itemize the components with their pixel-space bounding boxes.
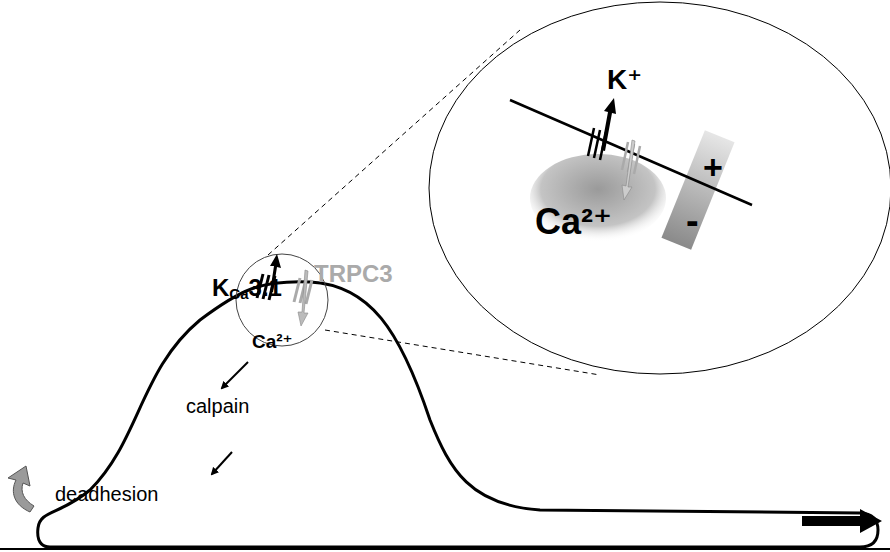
ion-label: Ca²⁺ <box>252 332 293 351</box>
charge-sign: - <box>686 202 699 240</box>
ion-label: Ca²⁺ <box>535 204 612 240</box>
channel-name: K <box>212 276 229 300</box>
calcium-cloud <box>530 154 666 242</box>
channel-subscript: Ca <box>229 286 248 301</box>
channel-name: 3.1 <box>249 276 282 300</box>
channel-name: TRPC3 <box>314 262 393 286</box>
k-efflux-arrow <box>601 98 616 151</box>
migration-arrow <box>802 509 882 533</box>
process-label: deadhesion <box>55 484 158 504</box>
ion-label: K⁺ <box>607 66 642 94</box>
pathway-arrow <box>222 362 248 388</box>
enzyme-label: calpain <box>186 396 249 416</box>
charge-sign: + <box>703 150 723 184</box>
pathway-arrow <box>212 452 232 474</box>
retraction-arrow <box>8 466 34 512</box>
membrane <box>510 100 752 205</box>
potential-bar <box>661 130 734 250</box>
ca-influx-arrow <box>298 270 308 326</box>
zoom-detail <box>429 2 890 374</box>
ca-influx-arrow <box>622 140 635 200</box>
